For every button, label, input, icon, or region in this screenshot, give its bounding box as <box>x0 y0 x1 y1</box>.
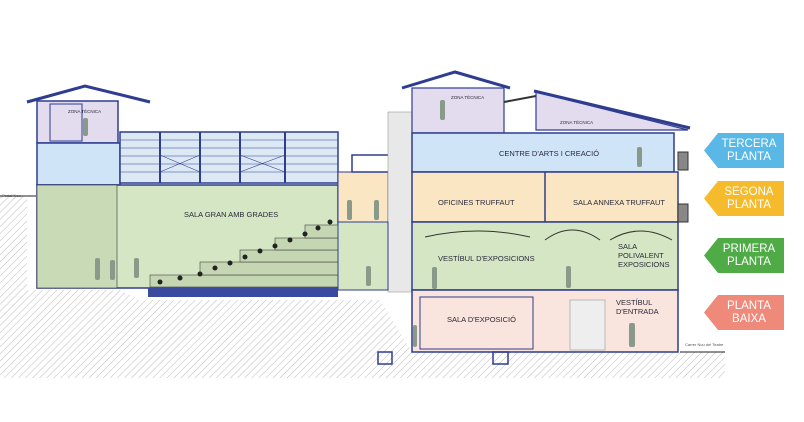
floor-tag-line1: PRIMERA <box>722 242 776 255</box>
ground-hatch <box>0 196 725 378</box>
floor-tag-line2: BAIXA <box>732 312 766 325</box>
left-building <box>26 84 341 297</box>
floor-tag-line2: PLANTA <box>727 255 771 268</box>
street-portal-nou: Portal Nou <box>2 193 21 198</box>
floor-tag-line2: PLANTA <box>727 150 771 163</box>
primera-floor <box>411 221 679 291</box>
floor-tag-line1: PLANTA <box>727 299 771 312</box>
label-sala-gran: SALA GRAN AMB GRADES <box>184 210 278 219</box>
floor-tag-line2: PLANTA <box>727 198 771 211</box>
zona-tecnica-left <box>36 100 119 144</box>
gallery-truss <box>119 131 339 184</box>
floor-tag-baixa: PLANTA BAIXA <box>704 295 784 330</box>
label-sala-annexa: SALA ANNEXA TRUFFAUT <box>573 198 665 207</box>
label-vestibul-entrada-2: D'ENTRADA <box>616 307 659 316</box>
tercera-floor <box>411 132 675 173</box>
floor-tag-segona: SEGONA PLANTA <box>704 181 784 216</box>
label-centre-arts: CENTRE D'ARTS I CREACIÓ <box>499 149 599 158</box>
floor-tag-tercera: TERCERA PLANTA <box>704 133 784 168</box>
floor-tag-line1: SEGONA <box>724 185 774 198</box>
label-sala-polivalent-1: SALA <box>618 242 637 251</box>
floor-tag-primera: PRIMERA PLANTA <box>704 238 784 273</box>
label-vestibul-exposicions: VESTÍBUL D'EXPOSICIONS <box>438 254 535 263</box>
label-sala-polivalent-2: POLIVALENT <box>618 251 664 260</box>
roof-left <box>26 84 151 104</box>
right-building <box>401 70 691 365</box>
label-vestibul-entrada-1: VESTÍBUL <box>616 298 652 307</box>
label-zona-tecnica-left: ZONA TÈCNICA <box>68 108 101 114</box>
label-sala-exposicio: SALA D'EXPOSICIÓ <box>447 315 516 324</box>
label-zona-tecnica-mid: ZONA TÈCNICA <box>451 94 484 100</box>
label-oficines: OFICINES TRUFFAUT <box>438 198 515 207</box>
street-carrer-nou: Carrer Nou del Teatre <box>685 342 724 347</box>
people-silhouettes <box>83 100 642 347</box>
floor-tag-line1: TERCERA <box>721 137 777 150</box>
label-sala-polivalent-3: EXPOSICIONS <box>618 260 670 269</box>
upper-room-left <box>36 142 121 186</box>
seating-tiers <box>149 224 341 288</box>
label-zona-tecnica-right: ZONA TÈCNICA <box>560 119 593 125</box>
